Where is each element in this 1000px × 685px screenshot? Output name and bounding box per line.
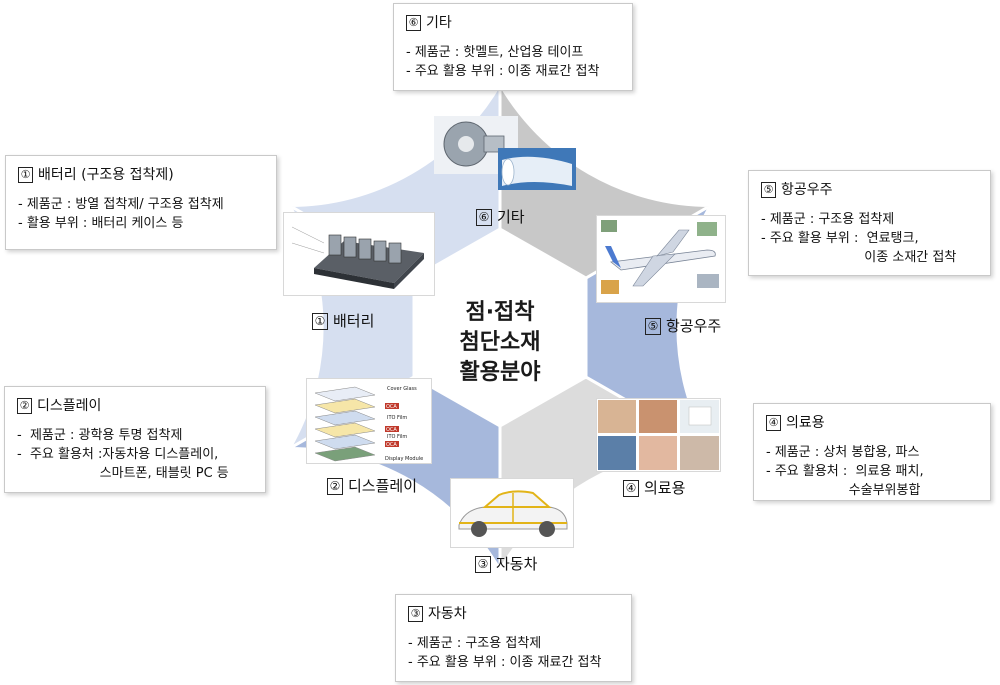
callout-number: ② — [17, 398, 32, 414]
segment-number-2: ② — [327, 478, 343, 495]
callout-title: ③ 자동차 — [408, 605, 619, 624]
callout-line: - 제품군 : 광학용 투명 접착제 — [17, 426, 253, 445]
segment-label-display: ② 디스플레이 — [327, 475, 417, 496]
center-title-line-2: 첨단소재 — [440, 328, 560, 358]
callout-title-text: 의료용 — [786, 415, 825, 431]
segment-text-battery: 배터리 — [333, 312, 374, 330]
callout-line: - 주요 활용처 : 의료용 패치, — [766, 462, 978, 481]
callout-aero: ⑤ 항공우주 - 제품군 : 구조용 접착제 - 주요 활용 부위 : 연료탱크,… — [748, 170, 991, 276]
battery-pack-icon — [284, 213, 434, 295]
callout-line: - 제품군 : 구조용 접착제 — [761, 210, 978, 229]
callout-title: ① 배터리 (구조용 접착제) — [18, 166, 264, 185]
callout-line: - 주요 활용 부위 : 이종 재료간 접착 — [408, 653, 619, 672]
callout-battery: ① 배터리 (구조용 접착제) - 제품군 : 방열 접착제/ 구조용 접착제 -… — [5, 155, 277, 250]
display-module-image: Cover Glass OCA ITO Film OCA ITO Film OC… — [306, 378, 432, 464]
layer-label-oca-2: OCA — [386, 427, 397, 433]
callout-title-text: 디스플레이 — [37, 398, 101, 414]
segment-text-etc: 기타 — [497, 208, 525, 226]
callout-line: - 제품군 : 구조용 접착제 — [408, 634, 619, 653]
layer-label-oca-3: OCA — [386, 442, 397, 448]
layer-label-oca-1: OCA — [386, 404, 397, 410]
callout-title: ⑤ 항공우주 — [761, 181, 978, 200]
medical-patch-image — [596, 398, 721, 472]
callout-number: ① — [18, 167, 33, 183]
callout-etc: ⑥ 기타 - 제품군 : 핫멜트, 산업용 테이프 - 주요 활용 부위 : 이종… — [393, 3, 633, 91]
segment-label-aero: ⑤ 항공우주 — [645, 315, 721, 336]
segment-number-3: ③ — [475, 556, 491, 573]
callout-line: - 주요 활용처 :자동차용 디스플레이, — [17, 445, 253, 464]
center-title-line-3: 활용분야 — [440, 358, 560, 388]
layer-label-cover-glass: Cover Glass — [387, 386, 417, 392]
tape-roll-image — [432, 114, 578, 192]
callout-display: ② 디스플레이 - 제품군 : 광학용 투명 접착제 - 주요 활용처 :자동차용… — [4, 386, 266, 493]
segment-label-battery: ① 배터리 — [312, 310, 374, 331]
callout-line: 스마트폰, 태블릿 PC 등 — [17, 464, 253, 483]
callout-title: ④ 의료용 — [766, 414, 978, 433]
callout-number: ⑤ — [761, 182, 776, 198]
callout-line: 수술부위봉합 — [766, 481, 978, 500]
center-title: 점·접착 첨단소재 활용분야 — [440, 298, 560, 388]
layer-label-ito-2: ITO Film — [387, 434, 407, 440]
callout-number: ④ — [766, 415, 781, 431]
callout-title: ⑥ 기타 — [406, 14, 620, 33]
segment-number-5: ⑤ — [645, 318, 661, 335]
callout-title-text: 배터리 (구조용 접착제) — [38, 167, 174, 183]
layer-label-display-module: Display Module — [385, 456, 423, 462]
callout-number: ⑥ — [406, 15, 421, 31]
layer-label-ito-1: ITO Film — [387, 415, 407, 421]
car-icon — [451, 479, 573, 547]
callout-line: - 제품군 : 상처 봉합용, 파스 — [766, 443, 978, 462]
callout-title-text: 기타 — [426, 15, 452, 31]
callout-auto: ③ 자동차 - 제품군 : 구조용 접착제 - 주요 활용 부위 : 이종 재료간… — [395, 594, 632, 682]
medical-patch-icon — [597, 399, 720, 471]
segment-number-4: ④ — [623, 480, 639, 497]
segment-text-auto: 자동차 — [496, 555, 537, 573]
callout-medical: ④ 의료용 - 제품군 : 상처 봉합용, 파스 - 주요 활용처 : 의료용 패… — [753, 403, 991, 501]
callout-title-text: 항공우주 — [781, 182, 833, 198]
center-title-line-1: 점·접착 — [440, 298, 560, 328]
airplane-icon — [597, 216, 725, 302]
aircraft-image — [596, 215, 726, 303]
callout-line: - 제품군 : 핫멜트, 산업용 테이프 — [406, 43, 620, 62]
callout-number: ③ — [408, 606, 423, 622]
segment-text-medical: 의료용 — [644, 479, 685, 497]
car-frame-image — [450, 478, 574, 548]
segment-label-auto: ③ 자동차 — [475, 553, 537, 574]
segment-number-1: ① — [312, 313, 328, 330]
display-layers-icon: Cover Glass OCA ITO Film OCA ITO Film OC… — [307, 379, 431, 463]
callout-line: - 제품군 : 방열 접착제/ 구조용 접착제 — [18, 195, 264, 214]
callout-line: - 주요 활용 부위 : 연료탱크, — [761, 229, 978, 248]
callout-title: ② 디스플레이 — [17, 397, 253, 416]
segment-text-display: 디스플레이 — [348, 477, 417, 495]
segment-label-medical: ④ 의료용 — [623, 477, 685, 498]
segment-label-etc: ⑥ 기타 — [476, 206, 525, 227]
callout-line: - 주요 활용 부위 : 이종 재료간 접착 — [406, 62, 620, 81]
segment-text-aero: 항공우주 — [666, 317, 721, 335]
segment-number-6: ⑥ — [476, 209, 492, 226]
callout-line: - 활용 부위 : 배터리 케이스 등 — [18, 214, 264, 233]
callout-line: 이종 소재간 접착 — [761, 248, 978, 267]
callout-title-text: 자동차 — [428, 606, 467, 622]
battery-pack-image — [283, 212, 435, 296]
tape-roll-icon — [432, 114, 578, 192]
